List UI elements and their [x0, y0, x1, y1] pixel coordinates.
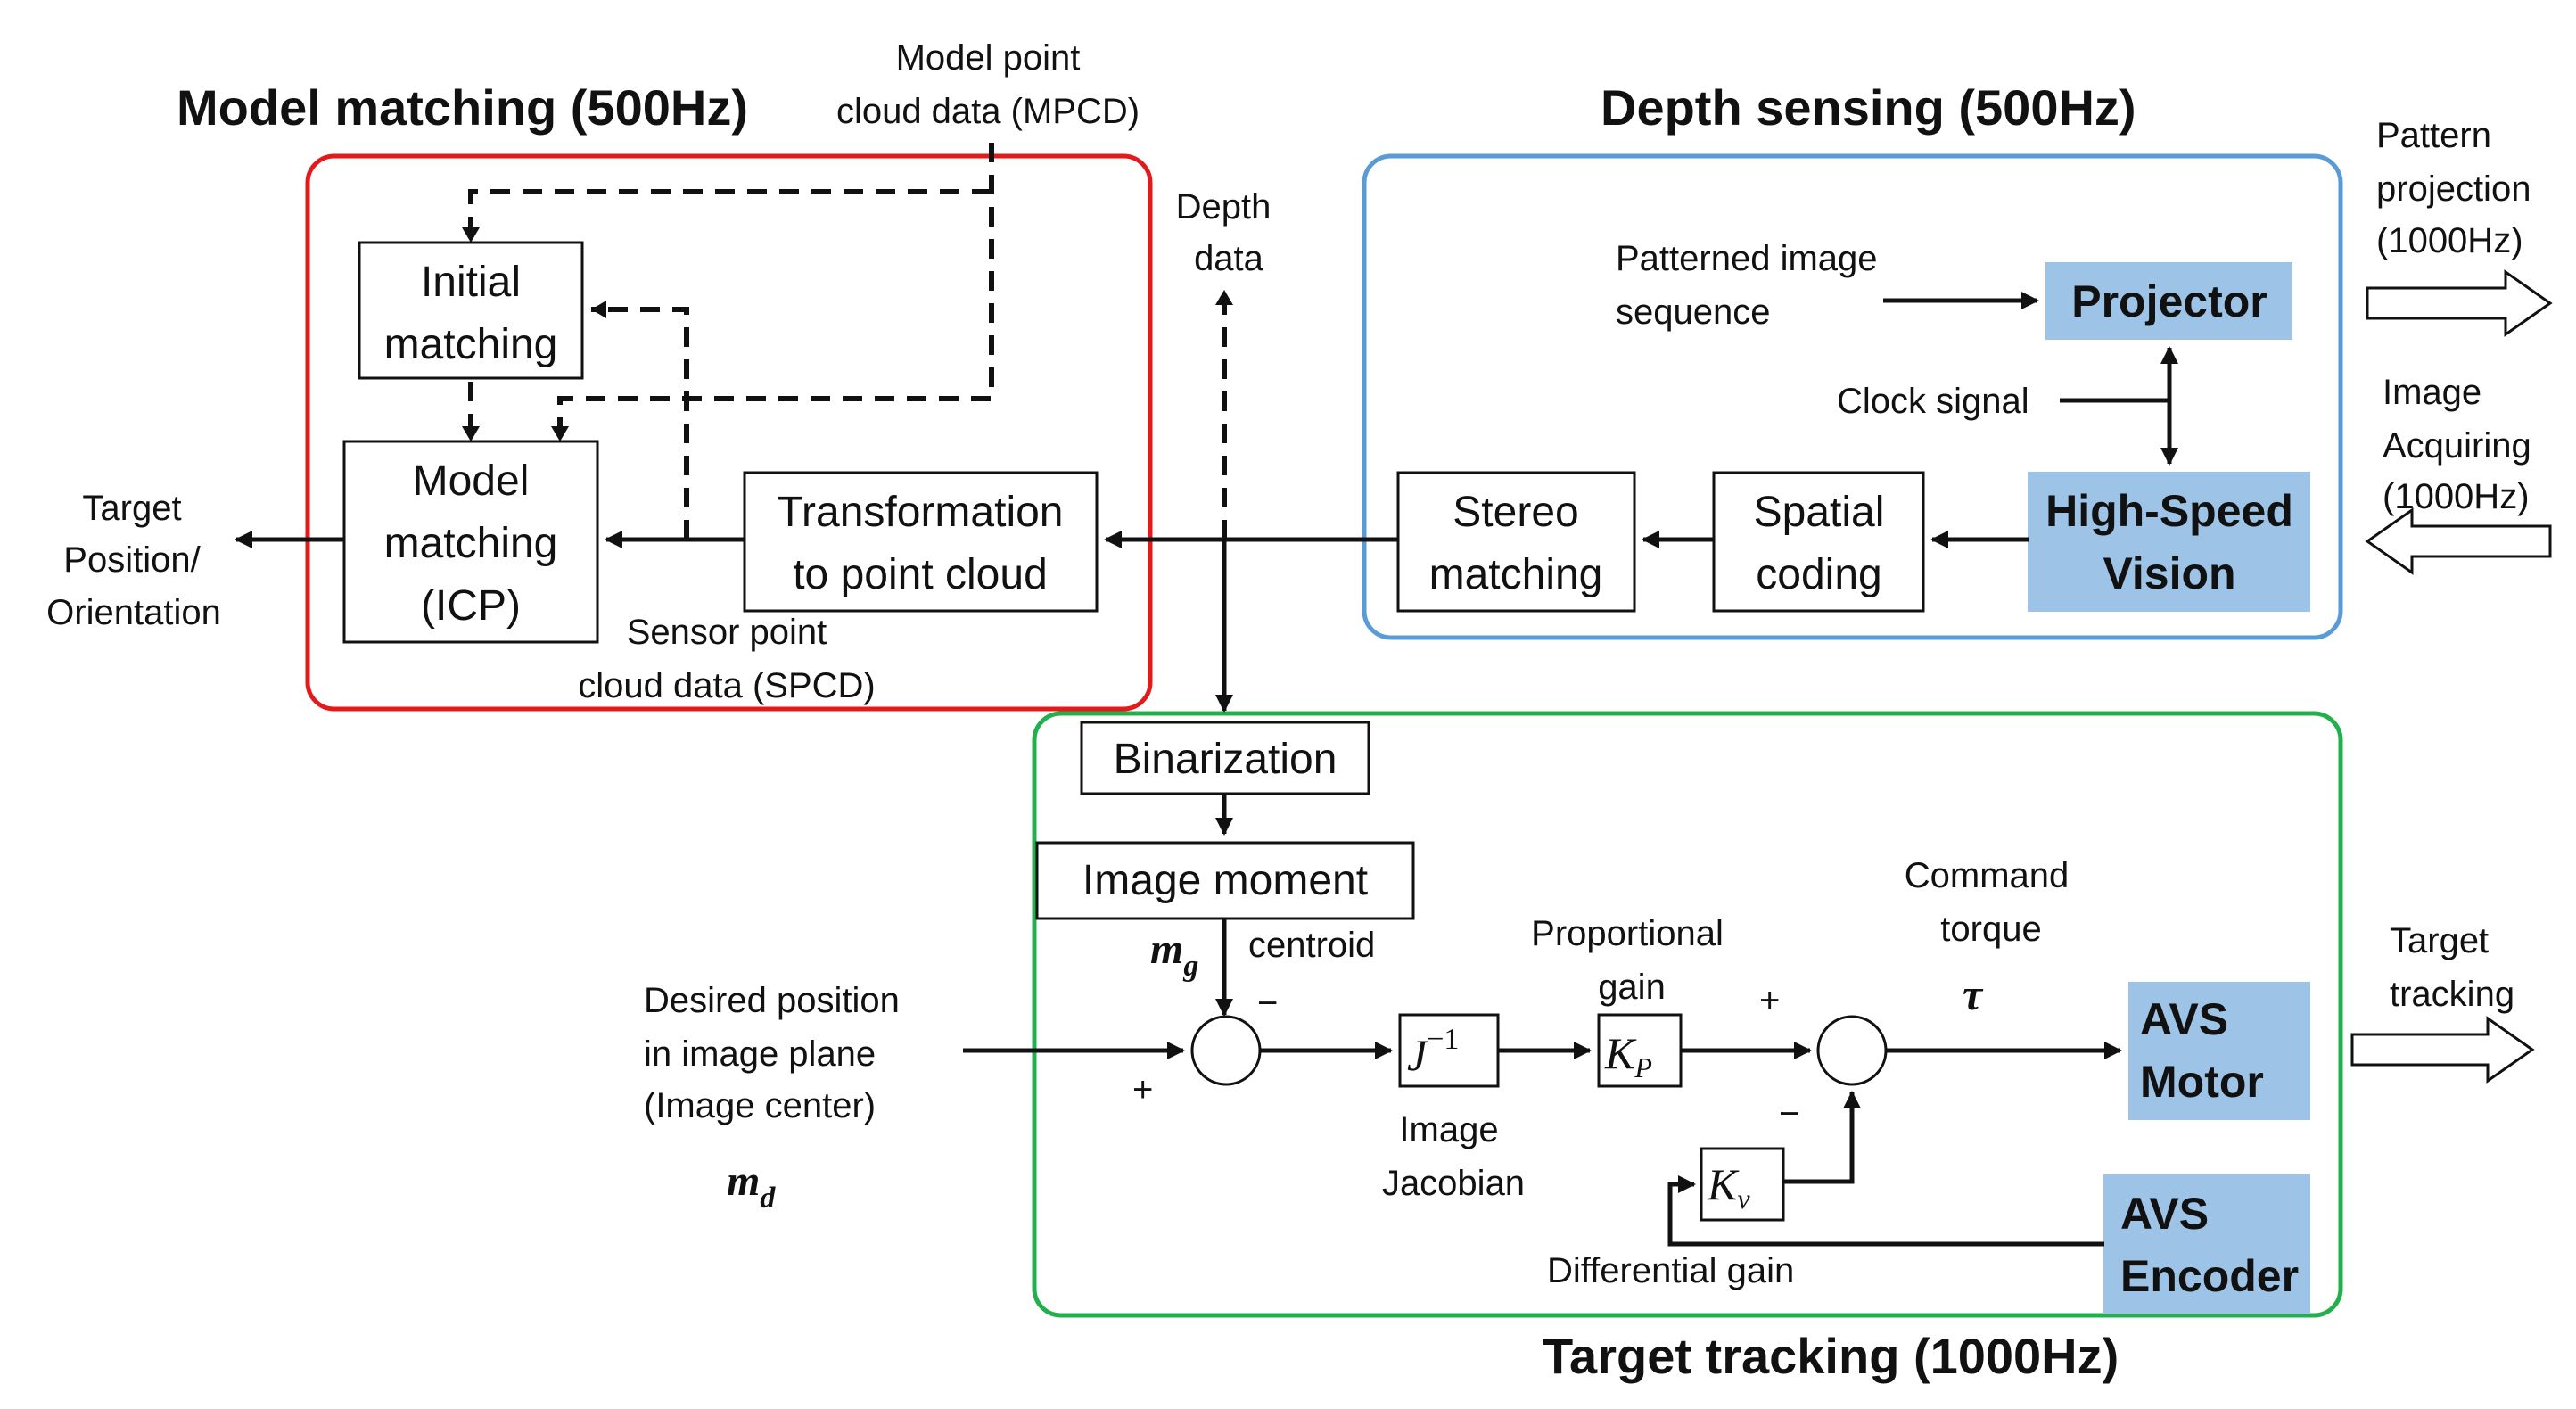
md-symbol: md [727, 1158, 776, 1215]
transformation-box [743, 471, 1099, 613]
depth-data-label-2: data [1194, 239, 1264, 278]
sum1-minus-sign: − [1257, 984, 1278, 1023]
icp-label-1: Model [413, 457, 530, 505]
desired-position-label-1: Desired position [644, 981, 900, 1020]
kv-gain-box [1700, 1147, 1785, 1222]
high-speed-vision-label-2: Vision [2103, 548, 2235, 598]
jinv-symbol: J−1 [1407, 1023, 1459, 1080]
spatial-coding-label-1: Spatial [1754, 489, 1885, 536]
sum1-plus-sign: + [1132, 1070, 1153, 1109]
avs-encoder-label-1: AVS [2120, 1189, 2209, 1239]
desired-position-label-3: (Image center) [644, 1086, 876, 1125]
image-acquiring-label-2: Acquiring [2383, 426, 2531, 466]
patterned-image-label-2: sequence [1616, 293, 1770, 332]
proportional-gain-label-1: Proportional [1531, 914, 1724, 953]
desired-position-label-2: in image plane [644, 1034, 876, 1074]
depth-data-label-1: Depth [1176, 187, 1272, 227]
projector-box [2045, 262, 2292, 340]
sum2-plus-sign: + [1759, 981, 1780, 1020]
image-moment-label: Image moment [1082, 857, 1368, 904]
kp-symbol: KP [1604, 1028, 1652, 1084]
differential-gain-label: Differential gain [1547, 1251, 1794, 1290]
pattern-projection-label-3: (1000Hz) [2376, 221, 2523, 260]
spcd-to-initial-dashed [591, 307, 689, 540]
high-speed-vision-label-1: High-Speed [2045, 486, 2293, 536]
pattern-projection-label-1: Pattern [2376, 116, 2491, 155]
target-tracking-out-label-1: Target [2390, 921, 2489, 960]
image-jacobian-box [1398, 1013, 1500, 1088]
proportional-gain-label-2: gain [1598, 968, 1666, 1007]
mpcd-label-1: Model point [896, 38, 1081, 78]
projector-label: Projector [2071, 276, 2267, 326]
pattern-projection-arrow [2366, 269, 2553, 337]
high-speed-vision-box [2028, 472, 2310, 612]
summing-junction-2 [1816, 1015, 1888, 1086]
model-matching-icp-box [342, 440, 599, 644]
initial-matching-label-2: matching [384, 321, 558, 368]
icp-label-3: (ICP) [421, 582, 521, 630]
target-output-label-2: Position/ [63, 540, 201, 580]
image-moment-box [1035, 841, 1415, 920]
pattern-projection-label-2: projection [2376, 169, 2531, 209]
image-acquiring-label-1: Image [2383, 373, 2481, 412]
initial-matching-box [358, 241, 584, 380]
encoder-feedback-line [1667, 1175, 2104, 1247]
target-tracking-arrow [2350, 1016, 2535, 1084]
mg-symbol: mg [1150, 926, 1198, 983]
avs-encoder-box [2103, 1174, 2310, 1314]
command-torque-label-2: torque [1940, 910, 2041, 949]
stereo-matching-label-2: matching [1429, 551, 1603, 598]
spcd-label-1: Sensor point [627, 613, 827, 652]
depth-sensing-section [1362, 153, 2343, 640]
kp-gain-box [1597, 1013, 1683, 1088]
image-acquiring-label-3: (1000Hz) [2383, 477, 2530, 516]
icp-label-2: matching [384, 520, 558, 567]
transformation-label-2: to point cloud [793, 551, 1048, 598]
transformation-label-1: Transformation [778, 489, 1064, 536]
avs-encoder-label-2: Encoder [2120, 1251, 2299, 1301]
clock-signal-label: Clock signal [1837, 382, 2029, 421]
patterned-image-label-1: Patterned image [1616, 239, 1878, 278]
image-acquiring-arrow [2365, 507, 2552, 575]
target-tracking-out-label-2: tracking [2390, 975, 2514, 1014]
tau-symbol: τ [1963, 969, 1984, 1019]
avs-motor-box [2128, 982, 2310, 1120]
model-matching-title: Model matching (500Hz) [177, 79, 748, 136]
avs-motor-label-2: Motor [2140, 1057, 2264, 1107]
binarization-label: Binarization [1114, 736, 1337, 783]
mpcd-dashed-path [557, 143, 994, 435]
initial-matching-label-1: Initial [421, 259, 521, 306]
target-tracking-title: Target tracking (1000Hz) [1543, 1328, 2119, 1384]
target-output-label-1: Target [82, 489, 181, 528]
centroid-label: centroid [1248, 926, 1375, 965]
spatial-coding-label-2: coding [1756, 551, 1881, 598]
sum2-minus-sign: − [1779, 1094, 1799, 1133]
spatial-coding-box [1712, 471, 1925, 613]
image-jacobian-label-2: Jacobian [1382, 1164, 1525, 1203]
avs-motor-label-1: AVS [2140, 994, 2228, 1044]
command-torque-label-1: Command [1905, 856, 2070, 895]
binarization-box [1080, 721, 1370, 795]
spcd-label-2: cloud data (SPCD) [578, 666, 875, 705]
depth-sensing-title: Depth sensing (500Hz) [1601, 79, 2136, 136]
image-jacobian-label-1: Image [1399, 1110, 1498, 1149]
target-output-label-3: Orientation [46, 593, 221, 632]
target-tracking-section [1032, 711, 2343, 1318]
stereo-matching-label-1: Stereo [1453, 489, 1578, 536]
kv-to-sum2-line [1783, 1091, 1861, 1184]
summing-junction-1 [1190, 1015, 1262, 1086]
model-matching-section [305, 153, 1153, 712]
mpcd-label-2: cloud data (MPCD) [836, 92, 1140, 131]
mpcd-to-initial-dashed [468, 189, 992, 234]
kv-symbol: Kv [1707, 1159, 1750, 1215]
